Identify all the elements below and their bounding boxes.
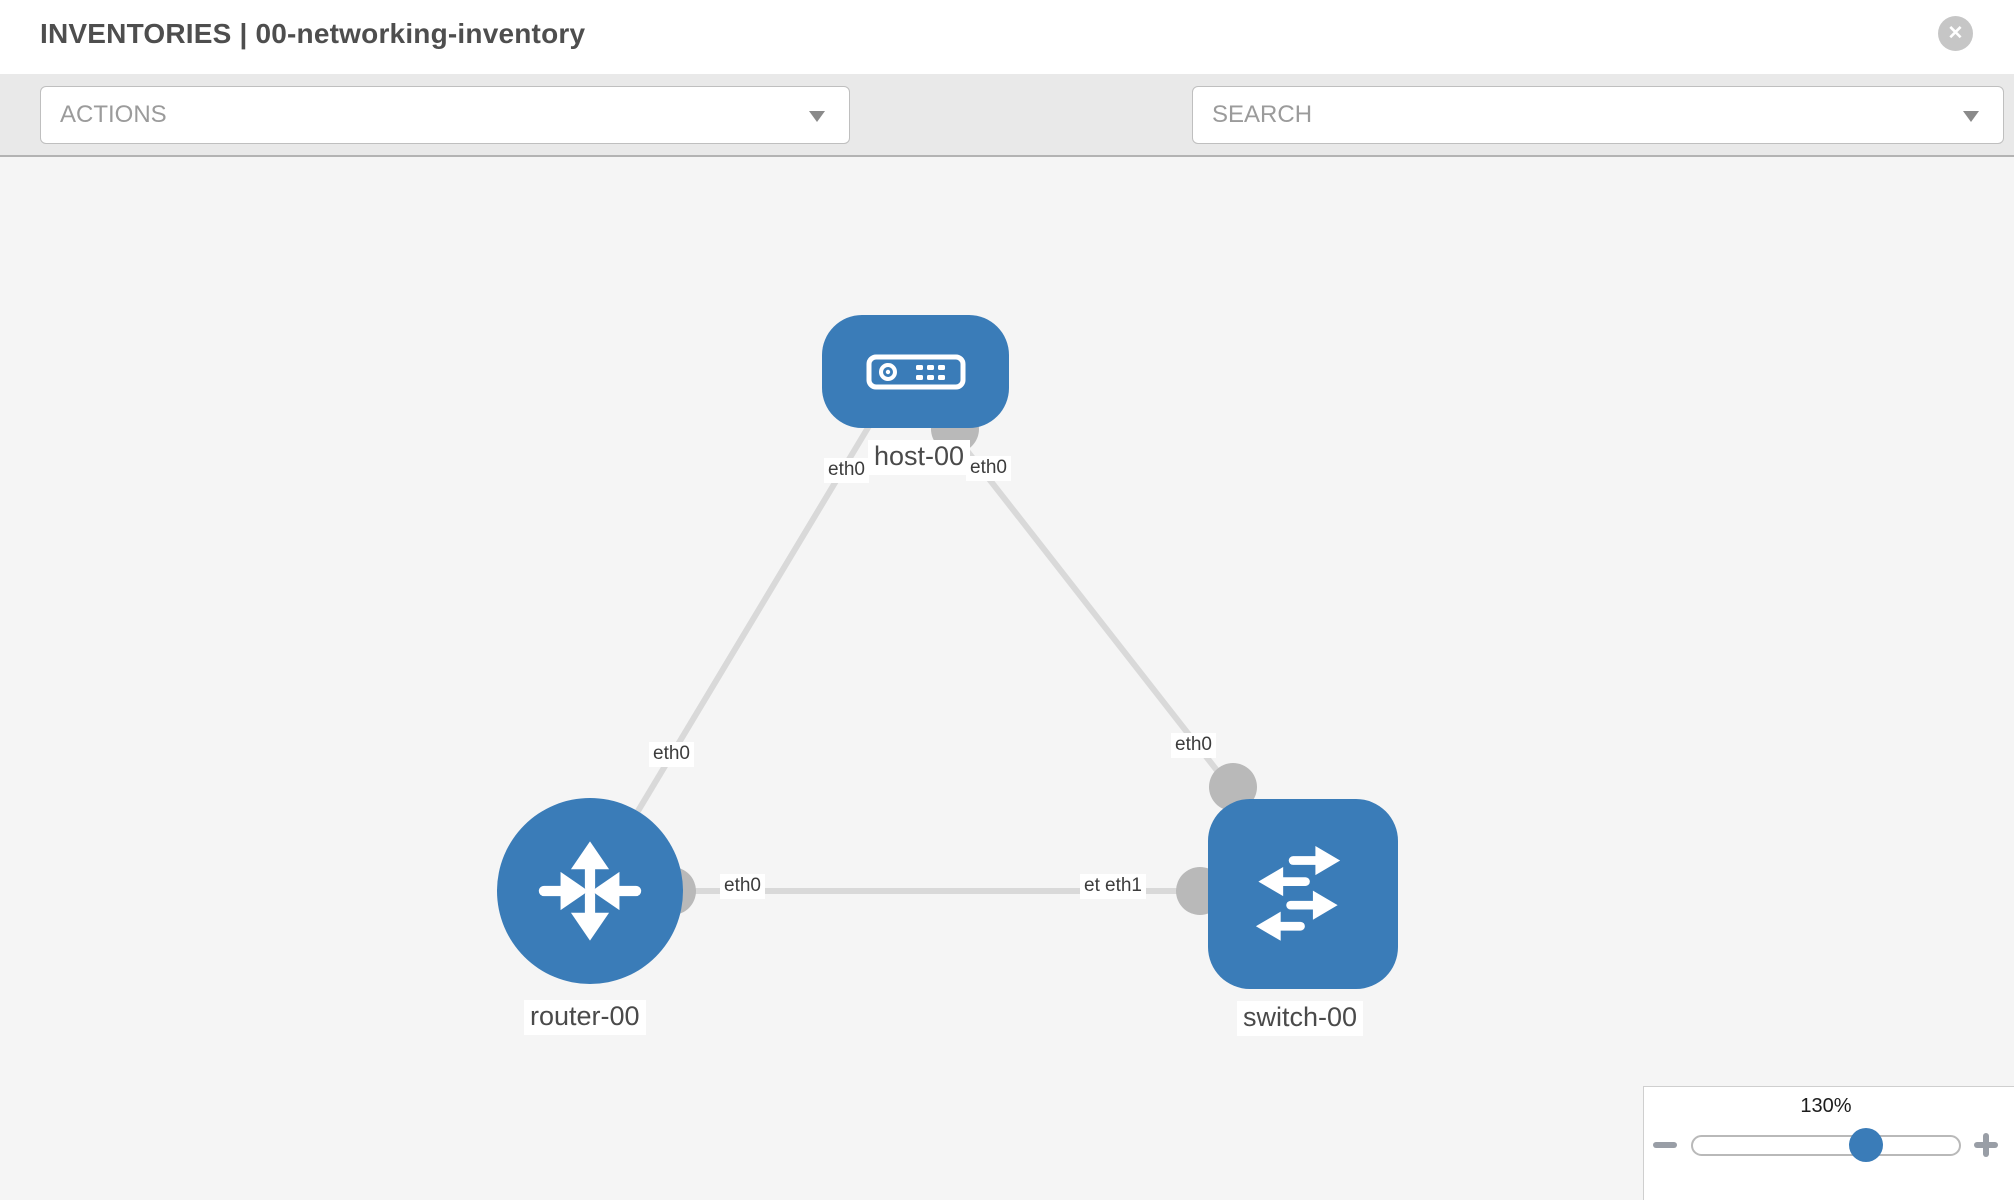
port-label-switch-link-eth0: eth0: [1171, 733, 1216, 758]
node-host-00[interactable]: [822, 315, 1009, 428]
node-switch-00[interactable]: [1208, 799, 1398, 989]
zoom-control-panel: 130%: [1643, 1086, 2014, 1200]
page-title: INVENTORIES | 00-networking-inventory: [40, 18, 586, 49]
actions-dropdown-label: ACTIONS: [60, 101, 167, 128]
links-layer: [587, 405, 1257, 915]
search-dropdown-label: SEARCH: [1212, 101, 1313, 128]
node-router-00[interactable]: [497, 798, 683, 984]
toolbar: ACTIONS SEARCH: [0, 74, 2014, 208]
port-label-switch-eth1: eth1: [1101, 874, 1146, 899]
zoom-in-button[interactable]: [1974, 1133, 1998, 1157]
zoom-level-value: 130%: [1800, 1095, 1852, 1117]
zoom-out-button[interactable]: [1653, 1142, 1677, 1148]
zoom-slider-thumb[interactable]: [1849, 1128, 1883, 1162]
node-label-switch-00: switch-00: [1237, 1001, 1364, 1036]
close-icon[interactable]: ✕: [1938, 16, 1973, 51]
topology-canvas[interactable]: host-00 router-00 switch-00 eth0 eth0 et…: [0, 157, 2014, 1200]
link-host-switch[interactable]: [947, 427, 1236, 793]
node-label-router-00: router-00: [524, 1000, 646, 1035]
switch-icon: [1255, 845, 1341, 941]
port-label-router-eth0: eth0: [720, 874, 765, 899]
zoom-slider[interactable]: [1691, 1128, 1961, 1162]
port-label-host-eth0-right: eth0: [966, 456, 1011, 481]
port-label-host-eth0-left: eth0: [824, 458, 869, 483]
router-icon: [538, 841, 642, 941]
actions-dropdown[interactable]: ACTIONS: [40, 86, 850, 144]
chevron-down-icon: [809, 111, 825, 122]
port-label-router-link-eth0: eth0: [649, 742, 694, 767]
node-label-host-00: host-00: [868, 440, 971, 475]
server-icon: [866, 354, 965, 389]
chevron-down-icon: [1963, 111, 1979, 122]
search-dropdown[interactable]: SEARCH: [1192, 86, 2004, 144]
header: INVENTORIES | 00-networking-inventory ✕: [0, 0, 2014, 74]
